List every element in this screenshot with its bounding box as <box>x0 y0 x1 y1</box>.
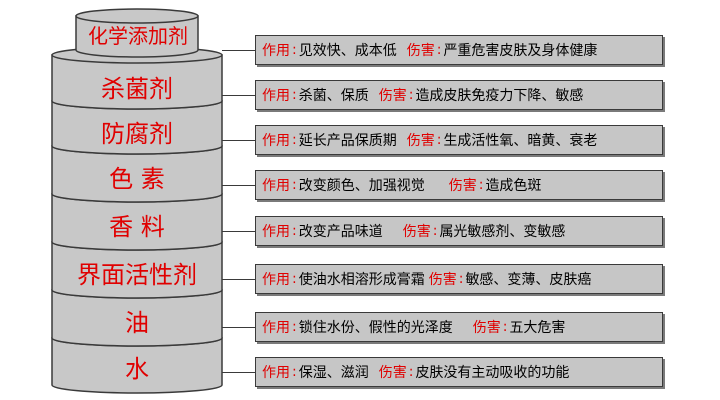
harm-label: 伤害 <box>472 320 501 336</box>
harm-label: 伤害 <box>428 272 457 288</box>
connector-line <box>222 279 255 280</box>
harm-text: 皮肤没有主动吸收的功能 <box>415 365 570 381</box>
use-text: 改变产品味道 <box>298 224 383 240</box>
use-label: 作用 <box>262 320 290 336</box>
layer-label-fragrance: 香 料 <box>109 213 165 241</box>
info-box-pigment: 作用:改变颜色、加强视觉伤害:造成色斑 <box>255 170 663 200</box>
layer-label-oil: 油 <box>125 309 149 337</box>
use-label: 作用 <box>262 365 290 381</box>
use-text: 锁住水份、假性的光泽度 <box>298 320 453 336</box>
use-label: 作用 <box>262 178 290 194</box>
info-box-oil: 作用:锁住水份、假性的光泽度伤害:五大危害 <box>255 312 663 342</box>
connector-line <box>222 95 255 96</box>
harm-label: 伤害 <box>448 178 477 194</box>
layer-label-pigment: 色 素 <box>109 165 165 193</box>
use-text: 使油水相溶形成膏霜 <box>298 272 425 288</box>
info-box-fragrance: 作用:改变产品味道伤害:属光敏感剂、变敏感 <box>255 216 663 246</box>
connector-line <box>222 140 255 141</box>
use-label: 作用 <box>262 88 290 104</box>
use-text: 杀菌、保质 <box>298 88 369 104</box>
use-label: 作用 <box>262 43 290 59</box>
harm-text: 造成皮肤免疫力下降、敏感 <box>415 88 584 104</box>
harm-text: 生成活性氧、暗黄、衰老 <box>443 133 598 149</box>
info-box-chemical-additives: 作用:见效快、成本低伤害:严重危害皮肤及身体健康 <box>255 35 663 65</box>
layer-label-surfactant: 界面活性剂 <box>77 261 197 289</box>
harm-text: 敏感、变薄、皮肤癌 <box>465 272 592 288</box>
layer-label-bactericide: 杀菌剂 <box>101 75 173 103</box>
connector-line <box>222 372 255 373</box>
top-cylinder-label: 化学添加剂 <box>88 24 188 48</box>
harm-text: 造成色斑 <box>485 178 542 194</box>
connector-line <box>222 231 255 232</box>
use-text: 见效快、成本低 <box>298 43 397 59</box>
connector-line <box>222 185 255 186</box>
harm-label: 伤害 <box>378 88 407 104</box>
harm-text: 五大危害 <box>509 320 566 336</box>
harm-label: 伤害 <box>402 224 431 240</box>
info-box-preservative: 作用:延长产品保质期伤害:生成活性氧、暗黄、衰老 <box>255 125 663 155</box>
use-text: 改变颜色、加强视觉 <box>298 178 425 194</box>
connector-line <box>222 327 255 328</box>
harm-text: 严重危害皮肤及身体健康 <box>443 43 598 59</box>
connector-line <box>222 50 255 51</box>
cylinder-segment-top <box>75 8 199 58</box>
use-label: 作用 <box>262 224 290 240</box>
layer-label-preservative: 防腐剂 <box>101 120 173 148</box>
harm-label: 伤害 <box>406 43 435 59</box>
use-text: 延长产品保质期 <box>298 133 397 149</box>
harm-text: 属光敏感剂、变敏感 <box>439 224 566 240</box>
harm-label: 伤害 <box>378 365 407 381</box>
info-box-water: 作用:保湿、滋润伤害:皮肤没有主动吸收的功能 <box>255 357 663 387</box>
info-box-bactericide: 作用:杀菌、保质伤害:造成皮肤免疫力下降、敏感 <box>255 80 663 110</box>
harm-label: 伤害 <box>406 133 435 149</box>
info-box-surfactant: 作用:使油水相溶形成膏霜伤害:敏感、变薄、皮肤癌 <box>255 264 663 294</box>
use-text: 保湿、滋润 <box>298 365 369 381</box>
use-label: 作用 <box>262 272 290 288</box>
use-label: 作用 <box>262 133 290 149</box>
layer-label-water: 水 <box>125 355 149 383</box>
